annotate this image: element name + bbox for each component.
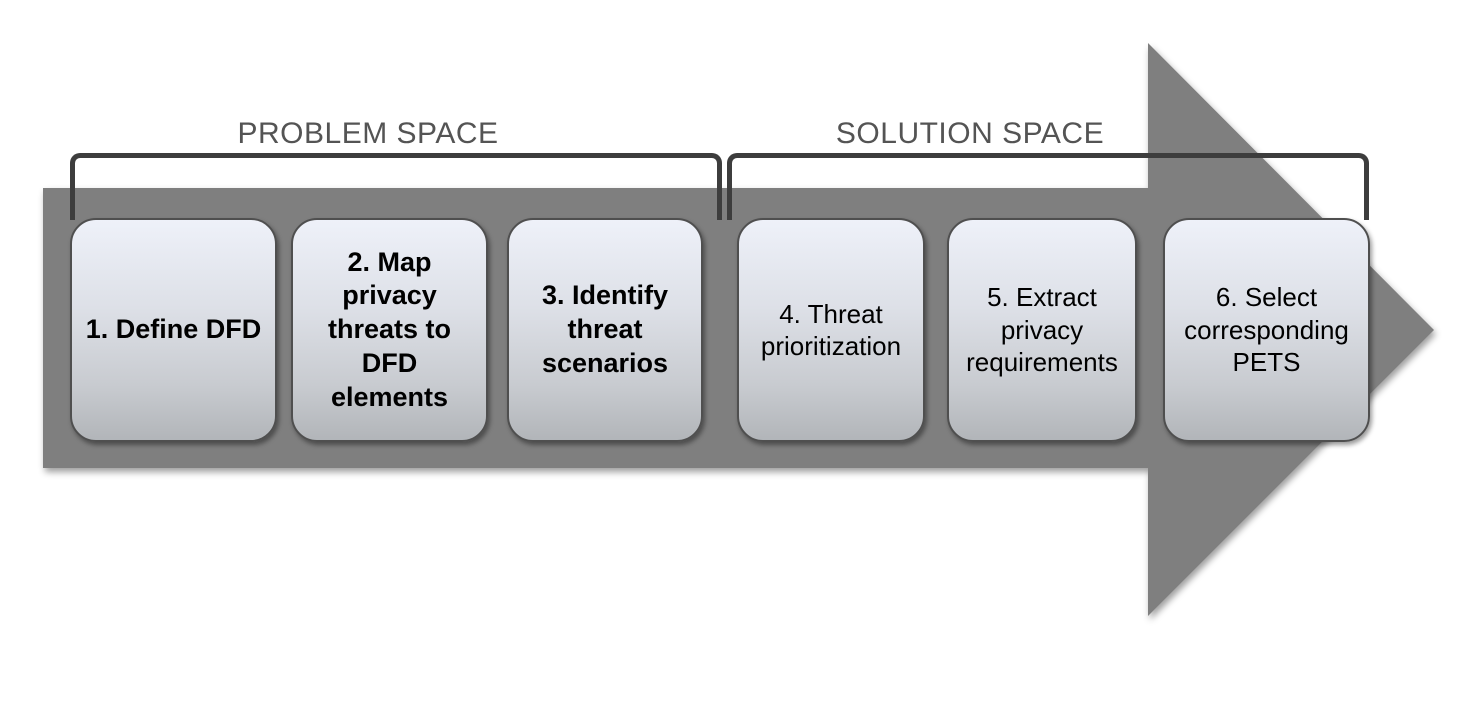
step-1-label: 1. Define DFD — [85, 314, 262, 345]
step-box-4: 4. Threat prioritization — [737, 218, 925, 442]
step-box-3: 3. Identify threat scenarios — [507, 218, 703, 442]
solution-space-bracket — [727, 153, 1369, 220]
step-box-2: 2. Map privacy threats to DFD elements — [291, 218, 488, 442]
step-5-label: 5. Extract privacy requirements — [966, 282, 1118, 378]
step-6-label: 6. Select corresponding PETS — [1184, 282, 1349, 378]
solution-space-label: SOLUTION SPACE — [835, 117, 1105, 150]
step-box-1: 1. Define DFD — [70, 218, 277, 442]
step-4-label: 4. Threat prioritization — [760, 298, 902, 362]
step-box-5: 5. Extract privacy requirements — [947, 218, 1137, 442]
step-2-label: 2. Map privacy threats to DFD elements — [327, 246, 452, 412]
problem-space-bracket — [70, 153, 722, 220]
step-box-6: 6. Select corresponding PETS — [1163, 218, 1370, 442]
step-3-label: 3. Identify threat scenarios — [541, 280, 669, 378]
problem-space-label: PROBLEM SPACE — [237, 117, 499, 150]
